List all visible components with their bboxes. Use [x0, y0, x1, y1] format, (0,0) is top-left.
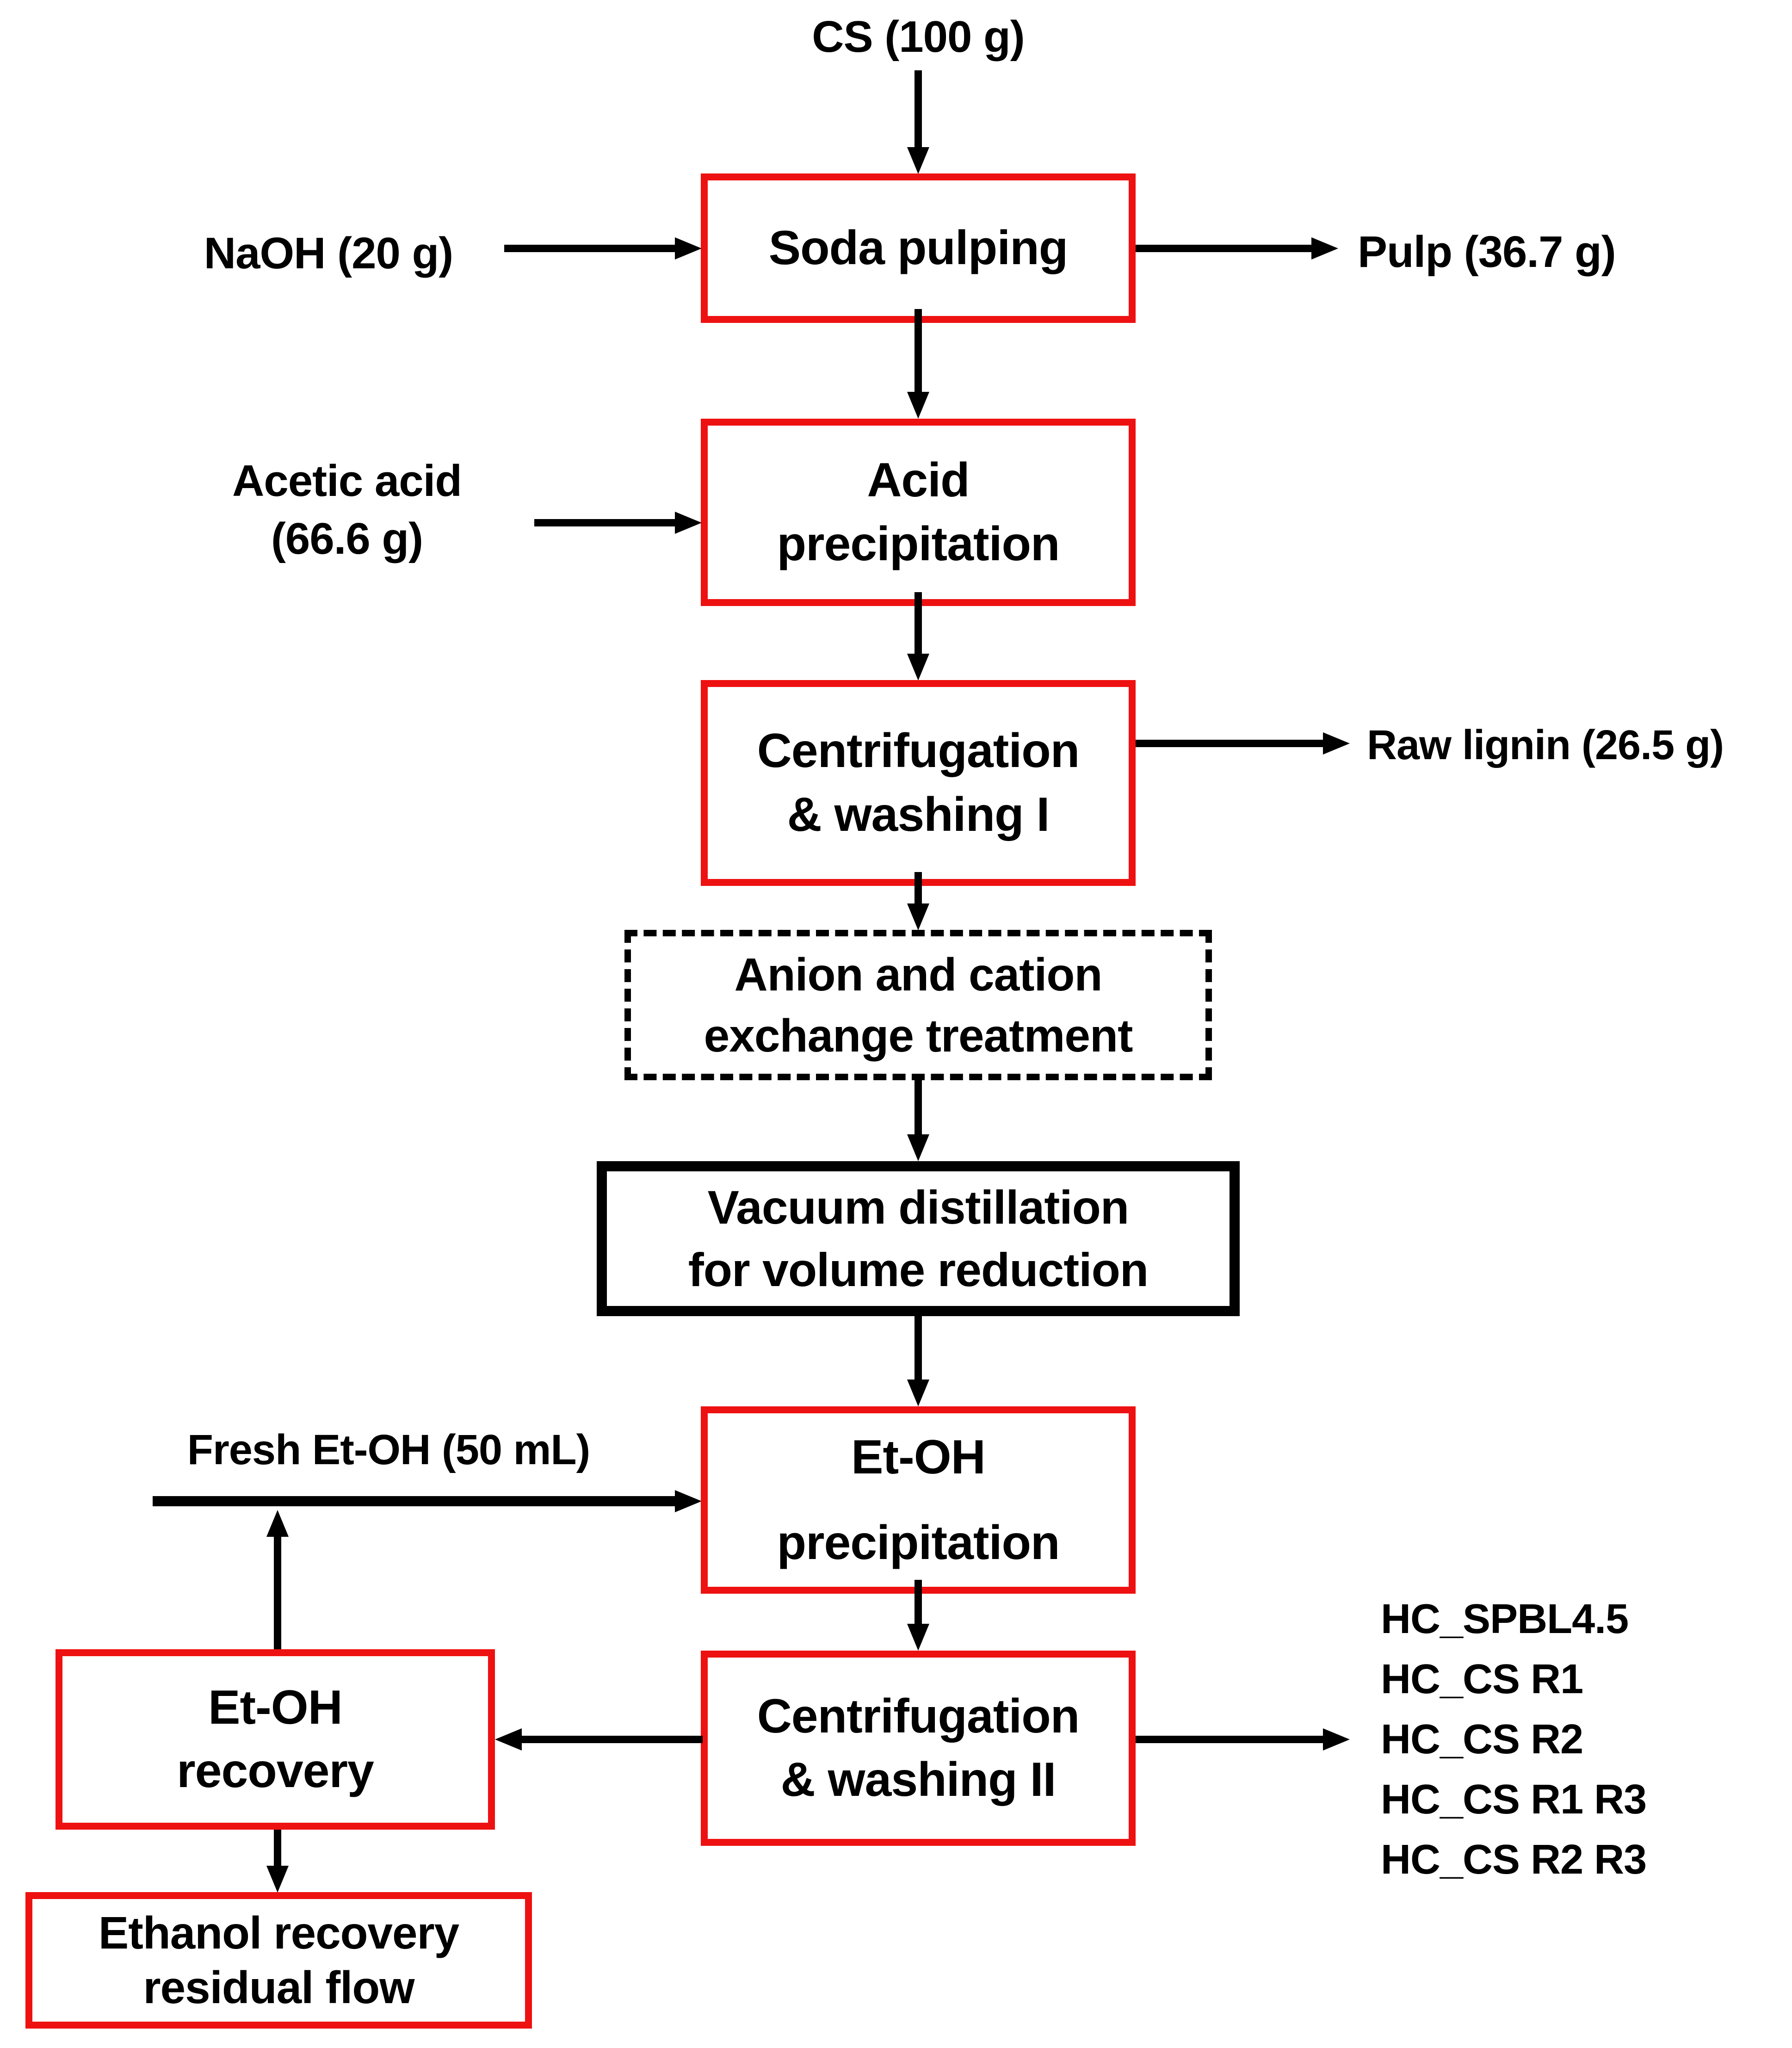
label-fresh-etoh-input: Fresh Et-OH (50 mL)	[187, 1426, 590, 1473]
arrow-line	[915, 872, 922, 904]
node-centrifugation-washing-1: Centrifugation & washing I	[701, 680, 1136, 886]
node-label-line2: recovery	[177, 1744, 374, 1798]
arrow-head	[675, 237, 702, 260]
node-vacuum-distillation: Vacuum distillation for volume reduction	[597, 1161, 1240, 1316]
label-cs-input: CS (100 g)	[812, 12, 1025, 62]
node-etoh-recovery: Et-OH recovery	[56, 1649, 495, 1830]
arrow-line	[534, 519, 675, 526]
node-label-line2: & washing II	[780, 1753, 1057, 1807]
arrow-head	[266, 1510, 289, 1537]
arrow-head	[675, 1490, 702, 1512]
label-naoh-input: NaOH (20 g)	[204, 229, 453, 278]
arrow-line	[915, 1080, 922, 1135]
arrow-line	[504, 245, 675, 252]
product-item: HC_CS R1 R3	[1381, 1776, 1647, 1823]
arrow-line	[915, 309, 922, 392]
node-label-line1: Et-OH	[851, 1430, 986, 1485]
arrow-head	[907, 1624, 929, 1651]
node-label-line1: Anion and cation	[734, 948, 1102, 1001]
arrow-line	[1136, 1736, 1323, 1743]
arrow-line	[915, 592, 922, 655]
node-label-line2: precipitation	[777, 1516, 1060, 1570]
node-soda-pulping: Soda pulping	[701, 173, 1136, 323]
node-etoh-precipitation: Et-OH precipitation	[701, 1406, 1136, 1594]
arrow-head	[907, 147, 929, 174]
arrow-head	[907, 392, 929, 419]
arrow-head	[266, 1866, 289, 1893]
node-centrifugation-washing-2: Centrifugation & washing II	[701, 1651, 1136, 1846]
arrow-line	[915, 70, 922, 148]
label-acetic-acid-line1: Acetic acid	[232, 456, 462, 506]
arrow-head	[907, 654, 929, 681]
node-label-line2: precipitation	[777, 517, 1060, 571]
arrow-line	[1136, 245, 1311, 252]
node-label-line1: Centrifugation	[757, 724, 1080, 778]
label-pulp-output: Pulp (36.7 g)	[1358, 227, 1616, 277]
arrow-line	[274, 1830, 281, 1867]
node-anion-cation-exchange: Anion and cation exchange treatment	[624, 930, 1212, 1080]
node-label-line1: Et-OH	[208, 1680, 343, 1734]
arrow-line	[915, 1580, 922, 1625]
arrow-head	[495, 1728, 522, 1751]
node-label-line1: Acid	[867, 453, 970, 507]
node-label-line1: Vacuum distillation	[707, 1181, 1130, 1234]
node-acid-precipitation: Acid precipitation	[701, 419, 1136, 606]
node-ethanol-recovery-residual-flow: Ethanol recovery residual flow	[25, 1892, 532, 2029]
node-label-line1: Ethanol recovery	[98, 1907, 459, 1958]
arrow-head	[1323, 1728, 1350, 1751]
arrow-line	[274, 1536, 281, 1649]
arrow-line	[521, 1736, 703, 1743]
product-item: HC_SPBL4.5	[1381, 1596, 1629, 1642]
arrow-head	[675, 512, 702, 534]
arrow-line	[1136, 740, 1323, 747]
arrow-line	[915, 1316, 922, 1380]
label-acetic-acid-input: Acetic acid (66.6 g)	[176, 452, 518, 568]
arrow-head	[1311, 237, 1338, 260]
node-label-line2: residual flow	[143, 1961, 414, 2013]
label-product-list: HC_SPBL4.5 HC_CS R1 HC_CS R2 HC_CS R1 R3…	[1381, 1589, 1792, 1890]
label-acetic-acid-line2: (66.6 g)	[271, 514, 423, 563]
node-label: Soda pulping	[768, 221, 1069, 275]
product-item: HC_CS R2 R3	[1381, 1837, 1647, 1883]
arrow-line	[153, 1496, 675, 1506]
node-label-line2: for volume reduction	[688, 1243, 1149, 1296]
arrow-head	[907, 1134, 929, 1161]
arrow-head	[1323, 732, 1350, 755]
product-item: HC_CS R1	[1381, 1656, 1583, 1702]
product-item: HC_CS R2	[1381, 1716, 1583, 1763]
node-label-line2: exchange treatment	[704, 1009, 1133, 1062]
label-raw-lignin-output: Raw lignin (26.5 g)	[1367, 722, 1724, 768]
arrow-head	[907, 903, 929, 930]
node-label-line1: Centrifugation	[757, 1689, 1080, 1743]
node-label-line2: & washing I	[787, 787, 1050, 841]
arrow-head	[907, 1380, 929, 1406]
